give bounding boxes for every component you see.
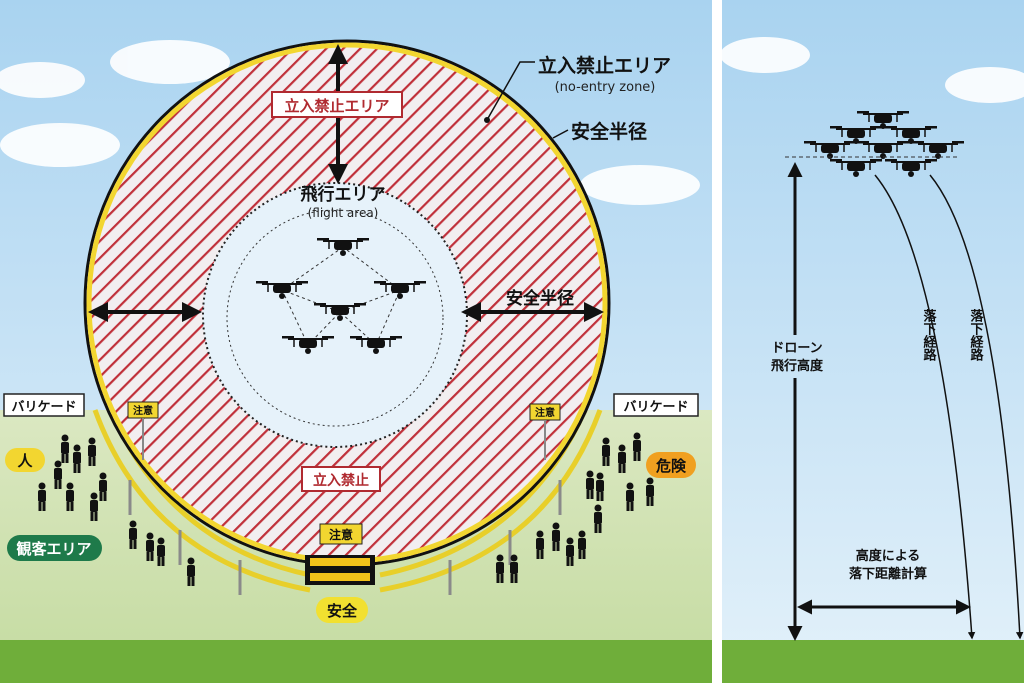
caution-sign: 注意 <box>127 401 159 460</box>
right-panel: ドローン 飛行高度 落下経路 落下経路 高度による 落下距離計算 <box>720 0 1024 683</box>
no-entry-bottom: 立入禁止 <box>313 472 369 489</box>
drone-formation <box>255 237 427 355</box>
altitude-label: ドローン <box>771 341 822 356</box>
left-panel: 立入禁止エリア 立入禁止エリア (no-entry zone) 安全半径 飛行エ… <box>0 0 712 683</box>
caution-sign: 注意 <box>529 403 561 460</box>
spectator-area-label: 観客エリア <box>16 540 91 558</box>
person-badge <box>5 448 45 472</box>
fence-posts <box>128 480 562 595</box>
barricade-left: バリケード <box>11 400 76 415</box>
svg-text:注意: 注意 <box>329 527 353 542</box>
distance-label: 高度による <box>856 548 921 564</box>
no-entry-label: 立入禁止エリア <box>538 54 671 77</box>
clouds <box>0 40 700 205</box>
grass <box>722 640 1024 683</box>
barricade-right-box <box>613 393 699 417</box>
no-entry-box <box>271 91 403 118</box>
spectator-area-badge <box>7 535 102 561</box>
fall-path-label: 落下経路 <box>921 308 937 361</box>
danger-badge <box>646 452 696 478</box>
fall-path-1 <box>874 174 976 640</box>
flight-area-label: 飛行エリア <box>300 184 386 205</box>
altitude-label: 飛行高度 <box>770 358 824 374</box>
safety-radius-label: 安全半径 <box>571 120 647 143</box>
flight-area-sub: (flight area) <box>308 206 379 220</box>
safe-badge-label: 安全 <box>327 602 358 620</box>
fall-path-2 <box>929 174 1024 640</box>
person-badge-label: 人 <box>17 452 33 470</box>
leader-line <box>552 129 569 139</box>
no-entry-box-label: 立入禁止エリア <box>284 97 389 115</box>
safety-radius-arrow-label: 安全半径 <box>506 288 574 309</box>
no-entry-sub: (no-entry zone) <box>555 80 656 95</box>
grass <box>0 640 712 683</box>
fall-path-label: 落下経路 <box>968 308 984 361</box>
distance-label: 落下距離計算 <box>849 566 927 582</box>
barricade-left-box <box>3 393 85 417</box>
barricade-right: バリケード <box>623 400 688 415</box>
danger-badge-label: 危険 <box>656 457 687 475</box>
safe-badge <box>316 597 368 623</box>
flight-area-inner <box>226 209 444 427</box>
no-entry-bottom-box <box>301 466 381 492</box>
svg-text:注意: 注意 <box>133 404 153 417</box>
leader-line <box>486 61 535 121</box>
caution-sign: 注意 <box>319 523 363 545</box>
svg-text:注意: 注意 <box>535 406 555 419</box>
